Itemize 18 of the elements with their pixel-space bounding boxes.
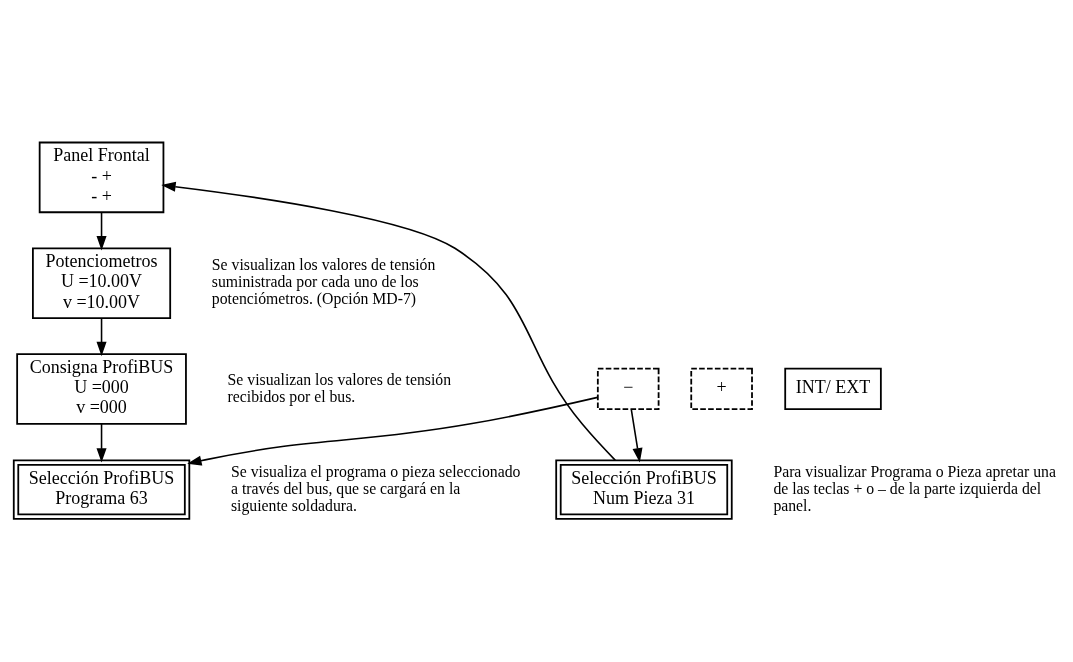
arrow bbox=[96, 211, 107, 251]
node-box: Consigna ProfiBUS U =000 v =000 bbox=[16, 353, 187, 425]
arrow bbox=[630, 408, 643, 463]
arrow bbox=[161, 181, 617, 462]
node-label: Se visualiza el programa o pieza seleccionado a través del bus, que se cargará en la siguiente soldadura. bbox=[230, 462, 521, 514]
node-box: Panel Frontal - + - + bbox=[38, 141, 165, 214]
node-box: Potenciometros U =10.00V v =10.00V bbox=[32, 247, 172, 319]
node-label: Para visualizar Programa o Pieza apretar una de las teclas + o – de la parte izquierda del panel. bbox=[773, 462, 1056, 514]
arrow bbox=[96, 317, 107, 357]
node-box: INT/ EXT bbox=[784, 367, 882, 411]
node-box: + bbox=[690, 367, 753, 411]
arrow bbox=[96, 423, 107, 463]
node-box: Selección ProfiBUS Programa 63 bbox=[12, 459, 191, 520]
node-box: − bbox=[596, 367, 660, 411]
node-box: Selección ProfiBUS Num Pieza 31 bbox=[555, 459, 733, 520]
node-label: Se visualizan los valores de tensión recibidos por el bus. bbox=[227, 370, 452, 405]
node-label: Se visualizan los valores de tensión suministrada por cada uno de los potenciómetros. (Opción MD-7) bbox=[211, 256, 436, 308]
arrow bbox=[187, 396, 599, 466]
